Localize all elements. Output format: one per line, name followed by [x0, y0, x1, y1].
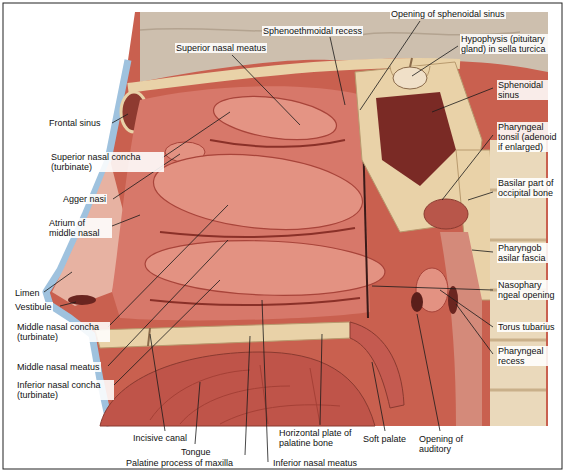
part-label: Hypophysis (pituitary gland) in sella tu…	[460, 34, 558, 54]
part-label: Limen	[14, 288, 41, 298]
part-label: Tongue	[180, 447, 212, 457]
part-label: Torus tubarius	[497, 322, 556, 332]
part-label: Basilar part of occipital bone	[497, 178, 557, 198]
part-label: Frontal sinus	[48, 118, 102, 128]
part-label: Pharyngeal recess	[497, 346, 561, 366]
part-label: Middle nasal concha (turbinate)	[16, 322, 110, 342]
part-label: Palatine process of maxilla	[125, 458, 234, 468]
part-label: Agger nasi	[62, 194, 107, 204]
part-label: Sphenoethmoidal recess	[262, 26, 363, 36]
part-label: Vestibule	[14, 302, 53, 312]
part-label: Soft palate	[362, 434, 407, 444]
part-label: Horizontal plate of palatine bone	[278, 428, 372, 448]
part-label: Sphenoidal sinus	[497, 80, 557, 100]
part-label: Pharyngob asilar fascia	[497, 243, 561, 263]
part-label: Inferior nasal meatus	[272, 458, 358, 468]
part-label: Pharyngeal tonsil (adenoid if enlarged)	[497, 122, 561, 152]
part-label: Opening of auditory	[418, 434, 480, 454]
part-label: Superior nasal concha (turbinate)	[50, 152, 164, 172]
part-label: Incisive canal	[132, 433, 188, 443]
part-label: Nasophary ngeal opening	[497, 280, 561, 300]
part-label: Opening of sphenoidal sinus	[390, 9, 506, 19]
part-label: Superior nasal meatus	[175, 43, 267, 53]
part-label: Atrium of middle nasal	[48, 218, 112, 238]
part-label: Middle nasal meatus	[16, 362, 101, 372]
part-label: Inferior nasal concha (turbinate)	[16, 380, 114, 400]
